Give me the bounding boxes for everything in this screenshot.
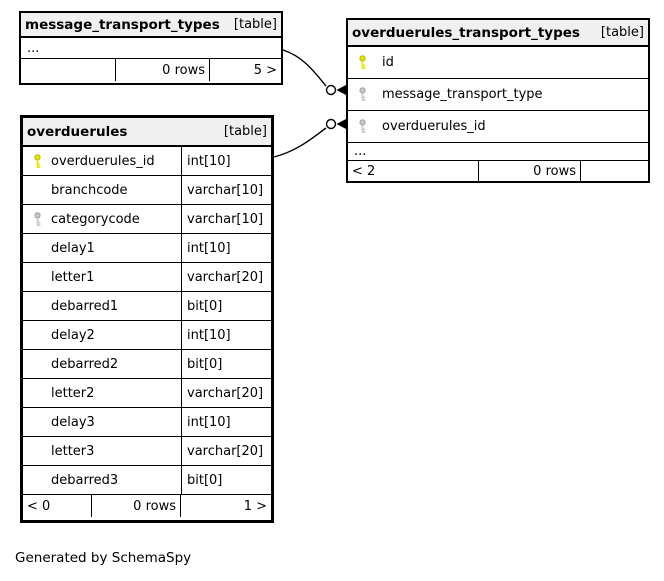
table-row: letter1 varchar[20]: [23, 263, 271, 292]
table-overduerules-transport-types: overduerules_transport_types [table] id …: [346, 18, 650, 183]
table-tag: [table]: [223, 124, 267, 139]
collapsed-columns-row: ...: [348, 143, 648, 161]
table-row: letter3 varchar[20]: [23, 437, 271, 466]
column-type: varchar[10]: [181, 176, 271, 204]
table-header: overduerules [table]: [23, 118, 271, 147]
column-name: message_transport_type: [382, 87, 543, 102]
table-row: letter2 varchar[20]: [23, 379, 271, 408]
related-left-count: [21, 59, 116, 81]
primary-key-icon: [348, 55, 376, 70]
related-left-count: < 0: [23, 495, 92, 517]
column-name: branchcode: [51, 182, 128, 198]
table-overduerules: overduerules [table] overduerules_id int…: [20, 115, 274, 523]
generated-by-label: Generated by SchemaSpy: [15, 550, 192, 566]
collapsed-columns-row: ...: [21, 38, 281, 59]
column-name: debarred2: [51, 356, 119, 372]
related-left-count: < 2: [348, 161, 479, 181]
arrowhead-icon: [336, 119, 346, 129]
column-type: varchar[20]: [181, 437, 271, 465]
related-right-count: 5 >: [253, 62, 277, 78]
column-name: categorycode: [51, 211, 140, 227]
table-row: debarred2 bit[0]: [23, 350, 271, 379]
column-type: varchar[10]: [181, 205, 271, 233]
table-row: message_transport_type: [348, 79, 648, 111]
table-tag: [table]: [233, 17, 277, 32]
row-count: 0 rows: [92, 495, 181, 517]
table-row: delay2 int[10]: [23, 321, 271, 350]
row-count: 0 rows: [479, 161, 581, 181]
column-type: int[10]: [181, 234, 271, 262]
table-footer: 0 rows 5 >: [21, 59, 281, 81]
table-row: categorycode varchar[10]: [23, 205, 271, 234]
table-name[interactable]: message_transport_types: [25, 16, 220, 33]
column-type: bit[0]: [181, 292, 271, 320]
related-right-count: 1 >: [243, 498, 267, 514]
column-type: varchar[20]: [181, 263, 271, 291]
foreign-key-icon: [348, 87, 376, 102]
table-row: id: [348, 47, 648, 79]
column-name: id: [382, 55, 394, 70]
table-row: debarred3 bit[0]: [23, 466, 271, 495]
table-row: delay1 int[10]: [23, 234, 271, 263]
table-row: debarred1 bit[0]: [23, 292, 271, 321]
column-type: int[10]: [181, 147, 271, 175]
column-name: letter3: [51, 443, 95, 459]
table-row: branchcode varchar[10]: [23, 176, 271, 205]
column-type: bit[0]: [181, 466, 271, 494]
table-footer: < 2 0 rows: [348, 161, 648, 181]
table-name[interactable]: overduerules_transport_types: [352, 24, 580, 41]
foreign-key-icon: [348, 119, 376, 134]
primary-key-icon: [23, 153, 51, 169]
cardinality-circle-icon: [325, 118, 337, 130]
table-row: overduerules_id: [348, 111, 648, 143]
table-row: delay3 int[10]: [23, 408, 271, 437]
column-name: delay2: [51, 327, 95, 343]
column-name: delay3: [51, 414, 95, 430]
table-name[interactable]: overduerules: [27, 123, 128, 140]
column-name: overduerules_id: [51, 153, 155, 169]
table-header: message_transport_types [table]: [21, 13, 281, 38]
foreign-key-icon: [23, 211, 51, 227]
column-name: letter2: [51, 385, 95, 401]
column-name: letter1: [51, 269, 95, 285]
relationship-curve-1: [282, 49, 327, 87]
table-header: overduerules_transport_types [table]: [348, 20, 648, 47]
column-type: bit[0]: [181, 350, 271, 378]
column-type: varchar[20]: [181, 379, 271, 407]
table-footer: < 0 0 rows 1 >: [23, 495, 271, 517]
table-message-transport-types: message_transport_types [table] ... 0 ro…: [19, 11, 283, 85]
related-right-count: [581, 161, 648, 181]
relationship-curve-2: [273, 127, 327, 158]
row-count: 0 rows: [116, 59, 210, 81]
column-name: overduerules_id: [382, 119, 486, 134]
column-name: debarred3: [51, 472, 119, 488]
table-row: overduerules_id int[10]: [23, 147, 271, 176]
column-type: int[10]: [181, 321, 271, 349]
column-name: debarred1: [51, 298, 119, 314]
column-type: int[10]: [181, 408, 271, 436]
cardinality-circle-icon: [325, 84, 337, 96]
column-name: delay1: [51, 240, 95, 256]
table-tag: [table]: [600, 25, 644, 40]
arrowhead-icon: [336, 85, 346, 95]
